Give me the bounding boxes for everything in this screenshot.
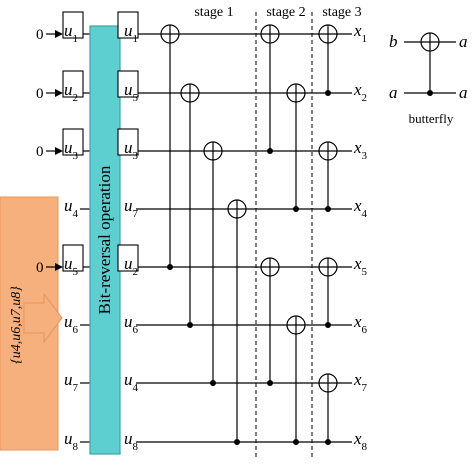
reversed-info-box <box>117 244 139 272</box>
output-label: x5 <box>353 254 368 278</box>
frozen-set-label: {u4,u6,u7,u8} <box>9 286 24 364</box>
control-dot <box>325 439 331 445</box>
reversed-labels: u1 u5 u3 u7 u2 u6 u4 u8 <box>117 11 139 453</box>
frozen-bit-arrowhead <box>55 263 63 271</box>
reversed-label: u1 <box>124 21 138 45</box>
control-dot <box>267 380 273 386</box>
control-dot <box>210 380 216 386</box>
input-label: u3 <box>64 138 79 162</box>
reversed-label: u8 <box>124 429 139 453</box>
butterfly-label: butterfly <box>409 111 454 126</box>
control-dot <box>267 148 273 154</box>
frozen-bit-arrowhead <box>55 30 63 38</box>
reversed-label: u3 <box>124 138 139 162</box>
output-labels: x1 x2 x3 x4 x5 x6 x7 x8 <box>353 21 368 453</box>
input-label: u8 <box>64 429 79 453</box>
frozen-bit-value: 0 <box>36 27 44 43</box>
butterfly-bottom-in: a <box>389 83 398 102</box>
reversed-label: u6 <box>124 312 139 336</box>
control-dot <box>325 322 331 328</box>
output-label: x7 <box>353 370 368 394</box>
output-label: x2 <box>353 80 367 104</box>
output-label: x8 <box>353 429 368 453</box>
frozen-bit-box <box>62 70 84 98</box>
reversed-label: u4 <box>124 370 139 394</box>
reversed-label: u7 <box>124 196 139 220</box>
butterfly-control-dot <box>427 90 433 96</box>
control-dot <box>325 90 331 96</box>
frozen-set-arrow <box>23 292 63 344</box>
butterfly-top-in: b <box>389 32 398 51</box>
output-label: x1 <box>353 21 367 45</box>
reversed-label: u5 <box>124 80 139 104</box>
reversed-info-box <box>117 128 139 156</box>
control-dot <box>167 264 173 270</box>
input-labels: 0 u1 0 u2 0 u3 u4 0 u5 u6 u7 u8 <box>36 11 84 453</box>
control-dot <box>293 439 299 445</box>
input-label: u2 <box>64 80 78 104</box>
frozen-bit-value: 0 <box>36 144 44 160</box>
control-dot <box>325 206 331 212</box>
control-dot <box>187 322 193 328</box>
bit-reversal-block <box>89 25 121 455</box>
reversed-info-box <box>117 11 139 39</box>
input-label: u7 <box>64 370 79 394</box>
butterfly-legend: b a a a butterfly <box>389 32 468 126</box>
xor-gates <box>160 24 338 445</box>
control-dot <box>293 206 299 212</box>
frozen-bit-box <box>62 128 84 156</box>
stage-label-2: stage 2 <box>266 5 305 20</box>
input-label: u5 <box>64 254 79 278</box>
input-label: u6 <box>64 312 79 336</box>
input-label: u4 <box>64 196 79 220</box>
frozen-bit-arrowhead <box>55 147 63 155</box>
frozen-bit-value: 0 <box>36 260 44 276</box>
frozen-bit-value: 0 <box>36 86 44 102</box>
output-label: x3 <box>353 138 368 162</box>
bit-reversal-label: Bit-reversal operation <box>95 165 114 314</box>
input-label: u1 <box>64 21 78 45</box>
butterfly-bottom-out: a <box>459 83 468 102</box>
stage-label-1: stage 1 <box>194 5 233 20</box>
output-label: x4 <box>353 196 368 220</box>
butterfly-top-out: a <box>459 32 468 51</box>
reversed-label: u2 <box>124 254 138 278</box>
stage-label-3: stage 3 <box>322 5 361 20</box>
frozen-bit-arrowhead <box>55 89 63 97</box>
frozen-bit-box <box>62 244 84 272</box>
reversed-info-box <box>117 70 139 98</box>
control-dot <box>234 439 240 445</box>
output-label: x6 <box>353 312 368 336</box>
frozen-bit-box <box>62 11 84 39</box>
